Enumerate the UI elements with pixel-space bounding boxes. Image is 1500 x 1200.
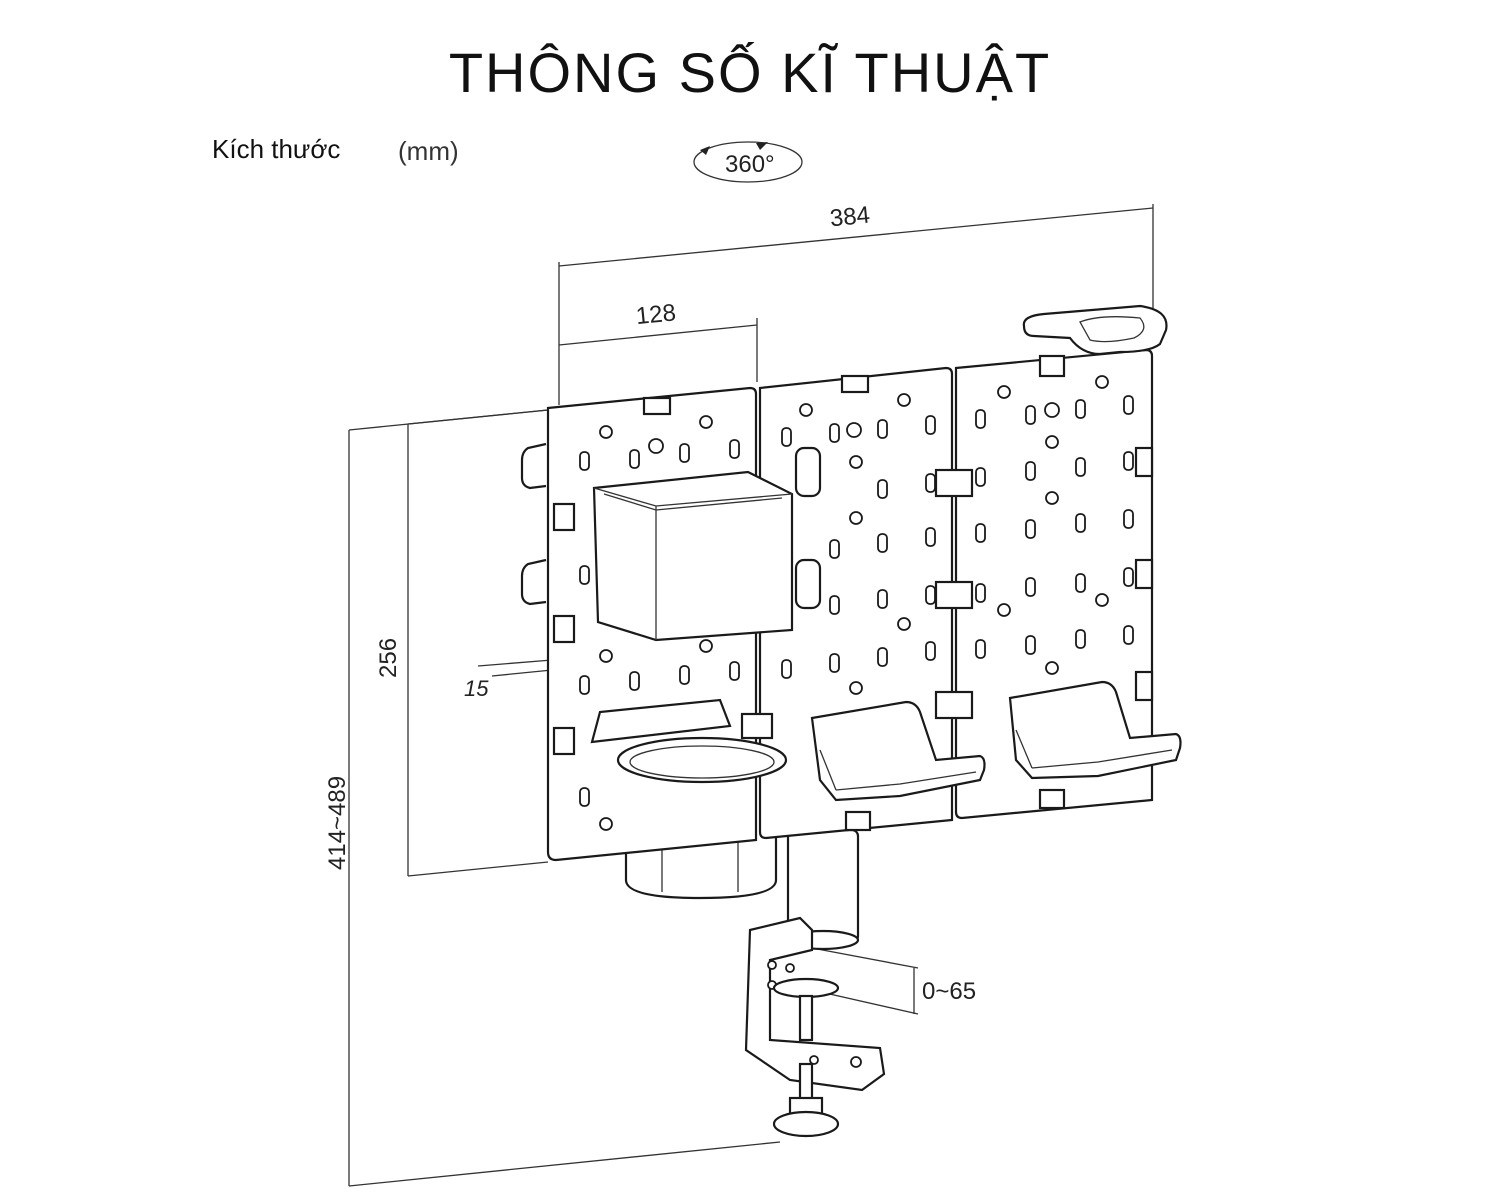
clamp-knob [772, 1110, 840, 1138]
storage-box [592, 470, 794, 642]
total-width-value: 384 [829, 202, 871, 233]
total-height-value: 414~489 [324, 776, 351, 870]
panel-connectors [740, 446, 1154, 740]
thickness-value: 15 [464, 676, 489, 701]
clamp-range-value: 0~65 [922, 978, 976, 1005]
c-clamp [744, 916, 886, 1092]
side-hooks [520, 442, 822, 756]
unit-label: (mm) [398, 136, 459, 166]
dimension-total-height: 414~489 [324, 409, 781, 1187]
dimension-clamp-range: 0~65 [811, 947, 976, 1015]
page-title: THÔNG SỐ KĨ THUẬT [448, 41, 1052, 104]
rotation-label: 360° [725, 151, 775, 178]
phone-holder-right [1008, 680, 1182, 780]
dimension-total-width: 384 [558, 202, 1154, 405]
panel-width-value: 128 [635, 299, 677, 330]
dimension-panel-width: 128 [558, 299, 758, 382]
cup-holder-ring [590, 698, 788, 784]
clamp-pad [772, 977, 840, 999]
panel-height-value: 256 [375, 638, 402, 678]
rotation-indicator: 360° [693, 141, 803, 183]
headphone-hook [1022, 304, 1168, 356]
rotation-arrow-icon [693, 141, 803, 183]
clamp-assembly [744, 828, 886, 1138]
dimension-thickness: 15 [464, 659, 553, 701]
rotation-arrowhead-left [700, 146, 710, 155]
pegboard-holes [579, 375, 1134, 831]
clamp-screw-upper [798, 994, 814, 1042]
dimensions-label: Kích thước [212, 134, 341, 164]
phone-holder-middle [810, 700, 986, 802]
rotation-arrowhead-right [756, 142, 768, 150]
